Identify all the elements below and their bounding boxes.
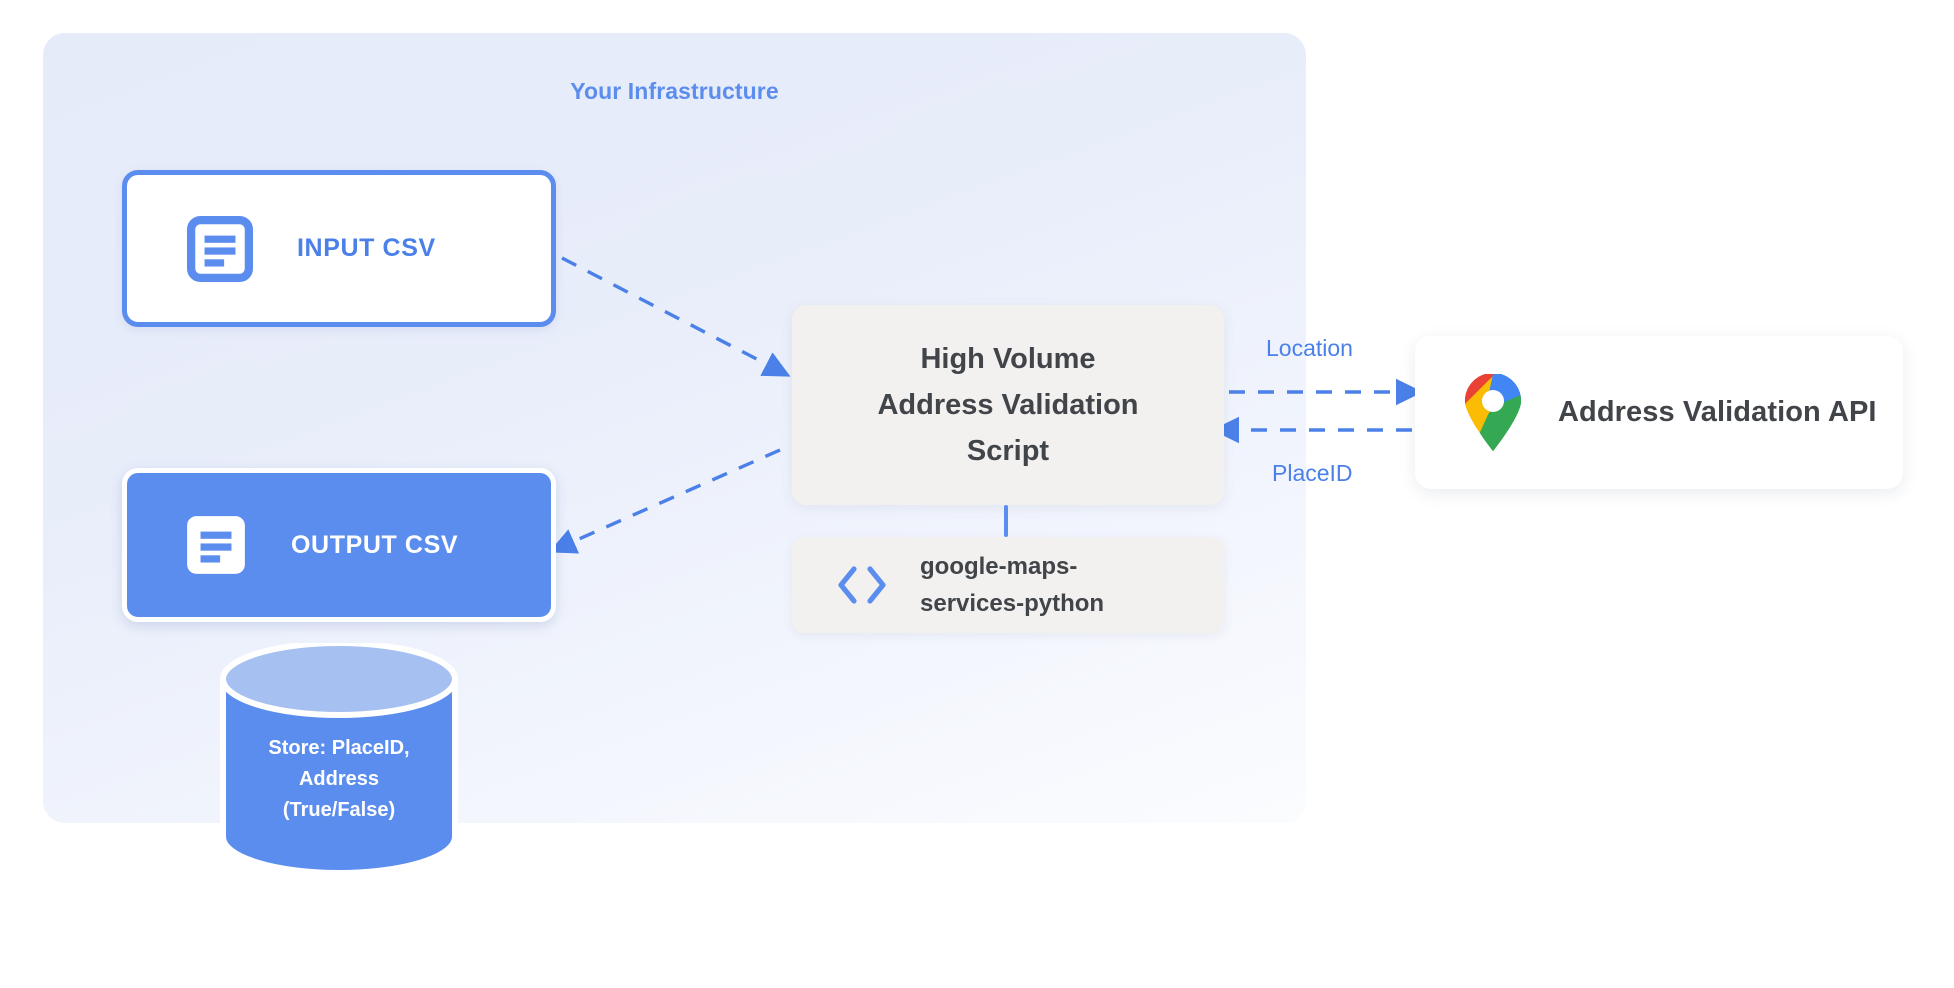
document-icon [187,516,245,574]
edge-label-location: Location [1266,335,1353,361]
script-line-2: Address Validation [877,389,1139,421]
output-csv-label: OUTPUT CSV [291,530,459,559]
code-brackets-icon [838,566,886,604]
document-icon [187,215,253,282]
google-maps-pin-icon [1465,373,1521,451]
library-line-1: google-maps- [920,553,1078,580]
edge-label-placeid: PlaceID [1272,460,1353,486]
database-cylinder-icon [220,640,458,876]
node-address-validation-api[interactable]: Address Validation API [1415,336,1903,489]
infrastructure-title: Your Infrastructure [570,78,779,104]
input-csv-label: INPUT CSV [297,234,436,262]
script-line-1: High Volume [920,343,1096,375]
library-line-2: services-python [920,590,1105,617]
node-script[interactable]: High Volume Address Validation Script [792,305,1224,505]
node-output-csv[interactable]: OUTPUT CSV [122,468,556,622]
api-label: Address Validation API [1558,396,1877,428]
node-library[interactable]: google-maps- services-python [792,537,1224,633]
node-input-csv[interactable]: INPUT CSV [122,170,556,327]
node-database[interactable]: Store: PlaceID, Address (True/False) [213,640,465,876]
script-line-3: Script [966,435,1050,467]
script-library-connector [1004,505,1008,537]
library-label: google-maps- services-python [920,548,1104,622]
